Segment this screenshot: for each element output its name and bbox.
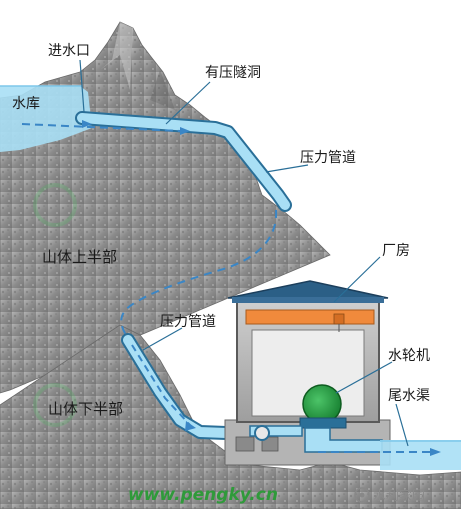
turbine [302, 384, 342, 424]
label-mountain-upper: 山体上半部 [42, 248, 117, 266]
label-turbine: 水轮机 [388, 348, 430, 364]
label-inlet: 进水口 [48, 43, 90, 59]
background-watermark [33, 183, 77, 427]
label-tailrace: 尾水渠 [388, 388, 430, 404]
leader-lines [79, 59, 409, 447]
label-mountain-lower: 山体下半部 [48, 400, 123, 418]
inlet-valve [254, 425, 270, 441]
brand-icon [354, 487, 370, 503]
flow-arrow-link [120, 209, 278, 336]
label-powerhouse: 厂房 [382, 243, 410, 259]
flow-arrow-penstock [131, 344, 191, 426]
flow-arrow-tunnel [21, 123, 181, 132]
crane-beam [245, 309, 375, 325]
label-penstock-lower: 压力管道 [160, 314, 216, 330]
label-penstock-upper: 压力管道 [300, 150, 356, 166]
label-pressure-tunnel: 有压隧洞 [205, 65, 261, 81]
tailrace-water [380, 440, 461, 470]
reservoir-water [0, 86, 92, 152]
brand-badge: 水利家园 [354, 487, 425, 504]
footer-brand: 水利家园 [373, 488, 425, 504]
footer-url: www.pengky.cn [128, 485, 278, 505]
label-reservoir: 水库 [12, 96, 40, 112]
powerhouse [224, 280, 391, 466]
